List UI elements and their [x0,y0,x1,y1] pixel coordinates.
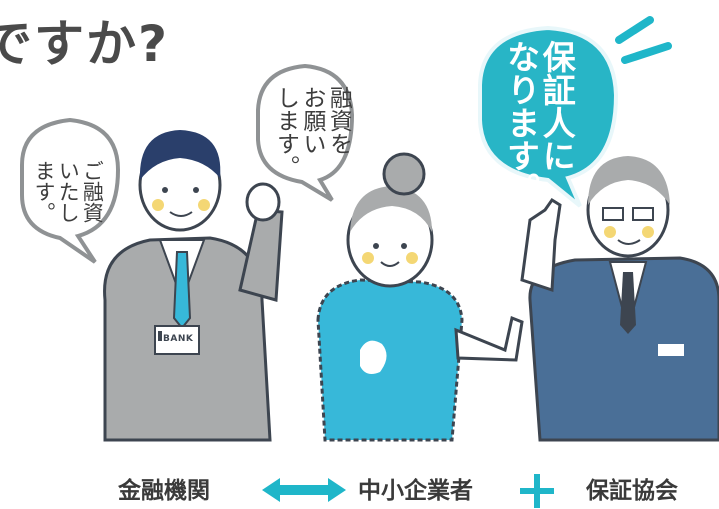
bank-speech-bubble [20,117,121,264]
financial-institution-label: 金融機関 [118,478,210,504]
emphasis-lines [615,16,672,64]
guarantor-speech-bubble [478,25,619,208]
sme-label: 中小企業者 [358,478,473,504]
guarantor-figure [520,156,719,442]
double-arrow-icon [262,478,346,502]
guarantee-association-label: 保証協会 [586,478,678,504]
bank-speech-text: ご融資 いたし ます。 [32,160,105,223]
person-speech-text: 融資を お願い します。 [272,86,352,178]
banker-figure [103,130,284,442]
bank-badge-label: BANK [163,334,194,344]
heading: ですか? [0,15,170,73]
person-figure [316,152,524,442]
plus-icon [520,474,554,508]
person-speech-bubble [256,63,355,202]
guarantor-speech-text: 保証人に なります。 [501,40,577,205]
